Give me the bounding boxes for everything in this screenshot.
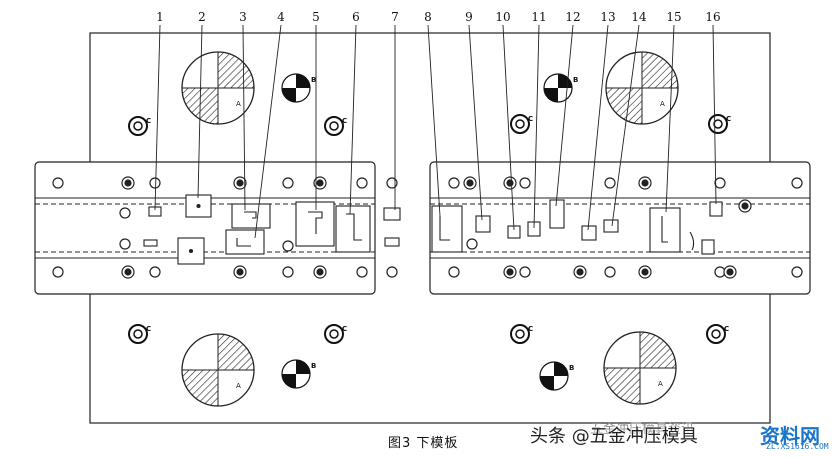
section-letter: B xyxy=(573,76,578,84)
section-letter: C xyxy=(342,325,347,333)
leader-line xyxy=(242,24,246,211)
c-locator: C xyxy=(706,324,729,344)
target-mark: B xyxy=(543,73,578,103)
c-locator: C xyxy=(510,324,533,344)
quadrant-circle: A xyxy=(605,51,679,125)
section-letter: C xyxy=(146,325,151,333)
hole xyxy=(282,177,294,189)
hole xyxy=(714,177,726,189)
section-letter: A xyxy=(658,380,663,388)
hole xyxy=(386,266,398,278)
leader-line xyxy=(587,24,609,231)
section-letter: C xyxy=(528,115,533,123)
watermark: 五金冲压模具资讯 头条 @五金冲压模具 资料网 ZL.XS1616.COM xyxy=(530,418,835,458)
hole xyxy=(466,238,478,250)
section-letter: B xyxy=(311,362,316,370)
leader-line xyxy=(468,24,483,221)
hole xyxy=(356,177,368,189)
section-letter: B xyxy=(569,364,574,372)
leader-line xyxy=(254,24,282,239)
section-letter: C xyxy=(724,325,729,333)
target-mark: B xyxy=(281,359,316,389)
c-locators: C C C C C C C C xyxy=(128,114,731,344)
callout-number: 16 xyxy=(705,10,720,24)
hole xyxy=(519,266,531,278)
leader-line xyxy=(611,24,640,227)
c-locator: C xyxy=(128,116,151,136)
c-locator: C xyxy=(128,324,151,344)
hole xyxy=(282,266,294,278)
section-letter: C xyxy=(342,117,347,125)
leader-line xyxy=(154,24,161,211)
watermark-site-url: ZL.XS1616.COM xyxy=(766,442,829,451)
hole xyxy=(519,177,531,189)
target-mark: B xyxy=(281,73,316,103)
section-letter: A xyxy=(660,100,665,108)
callout-number: 2 xyxy=(198,10,206,24)
hole xyxy=(52,177,64,189)
right-strip-outline xyxy=(429,161,811,295)
callout-number: 15 xyxy=(666,10,681,24)
watermark-site-name: 资料网 xyxy=(760,424,820,448)
hole xyxy=(604,177,616,189)
callout-leaders xyxy=(154,24,717,239)
hole xyxy=(149,266,161,278)
hole xyxy=(386,177,398,189)
die-inserts xyxy=(143,194,723,265)
leader-line xyxy=(502,24,515,231)
watermark-top-text: 五金冲压模具资讯 xyxy=(590,422,695,437)
hole xyxy=(356,266,368,278)
c-locator: C xyxy=(324,116,347,136)
leader-line xyxy=(427,24,441,217)
leader-line xyxy=(349,24,357,215)
callout-number: 9 xyxy=(465,10,473,24)
watermark-source: 头条 @五金冲压模具 xyxy=(530,426,698,447)
callout-number: 5 xyxy=(312,10,320,24)
figure-caption: 图3 下模板 xyxy=(388,436,459,451)
mounting-holes xyxy=(52,176,803,279)
callout-number: 7 xyxy=(391,10,399,24)
callout-number: 6 xyxy=(352,10,360,24)
target-mark: B xyxy=(539,361,574,391)
left-strip-outline xyxy=(34,161,376,295)
c-locator: C xyxy=(510,114,533,134)
quadrant-circle: A xyxy=(181,333,255,407)
callout-number: 4 xyxy=(277,10,285,24)
c-locator: C xyxy=(708,114,731,134)
hole xyxy=(119,238,131,250)
section-letter: C xyxy=(528,325,533,333)
hole xyxy=(604,266,616,278)
callout-number: 12 xyxy=(565,10,580,24)
quadrant-circle: A xyxy=(603,331,677,405)
callout-number: 1 xyxy=(156,10,164,24)
leader-line xyxy=(712,24,717,205)
hole xyxy=(448,266,460,278)
leader-line xyxy=(197,24,203,199)
hole xyxy=(119,207,131,219)
section-letter: C xyxy=(726,115,731,123)
callout-number: 3 xyxy=(239,10,247,24)
callout-number: 11 xyxy=(531,10,546,24)
hole xyxy=(791,177,803,189)
callout-number: 10 xyxy=(495,10,510,24)
section-letter: A xyxy=(236,100,241,108)
quadrant-circles: A A A A B B B B xyxy=(181,51,679,407)
c-locator: C xyxy=(324,324,347,344)
section-letter: B xyxy=(311,76,316,84)
section-letter: A xyxy=(236,382,241,390)
hole xyxy=(791,266,803,278)
leader-line xyxy=(533,24,540,229)
hole xyxy=(282,240,294,252)
callout-number: 14 xyxy=(631,10,647,24)
hole xyxy=(149,177,161,189)
hole xyxy=(52,266,64,278)
callout-number: 13 xyxy=(600,10,615,24)
leader-line xyxy=(665,24,675,213)
hole xyxy=(448,177,460,189)
callout-number: 8 xyxy=(424,10,432,24)
section-letter: C xyxy=(146,117,151,125)
leader-line xyxy=(555,24,574,207)
